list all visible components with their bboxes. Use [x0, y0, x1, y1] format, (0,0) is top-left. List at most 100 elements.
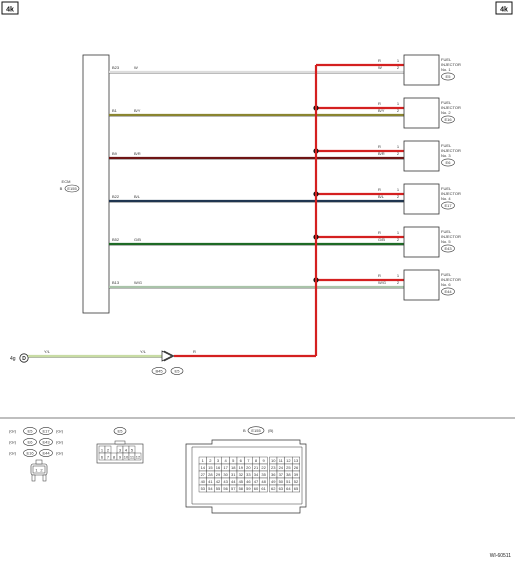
legend-row-1-right: (Gr) — [56, 429, 64, 434]
injector-pin-power-2: 1 — [397, 101, 400, 106]
ecm-pin-14: 14 — [201, 465, 206, 470]
ecm-pin-59: 59 — [246, 486, 251, 491]
injector-pin-signal-5: 2 — [397, 237, 400, 242]
feed-conn-b: E5 — [175, 369, 181, 374]
ecm-pin-64: 64 — [286, 486, 291, 491]
inj-face-pin-2: 2 — [40, 468, 43, 473]
page-tag-left-text: 4k — [6, 7, 14, 14]
e5-pin-bottom-6: 11 — [130, 454, 135, 459]
ecm-pin-39: 39 — [294, 472, 299, 477]
legend-row-3-badge-b — [39, 449, 53, 457]
feed-code-out: R — [193, 349, 196, 354]
feed-connector-symbol — [161, 350, 175, 362]
ecm-pin-61: 61 — [261, 486, 266, 491]
e5-pin-bottom-1: 6 — [101, 454, 104, 459]
ecm-pin-48: 48 — [261, 479, 266, 484]
power-code-3: R — [378, 144, 381, 149]
ecm-pin-56: 56 — [223, 486, 228, 491]
ecm-pin-44: 44 — [231, 479, 236, 484]
signal-code-right-3: B/R — [378, 151, 385, 156]
signal-code-left-2: B/Y — [134, 108, 141, 113]
signal-code-right-5: G/B — [378, 237, 385, 242]
legend-ecm-label: E155 — [251, 428, 261, 433]
ecm-pin-17: 17 — [223, 465, 228, 470]
injector-connector-5: E43 — [444, 246, 452, 251]
signal-code-right-4: B/L — [378, 194, 385, 199]
ecm-pin-2: 2 — [209, 458, 212, 463]
signal-code-left-4: B/L — [134, 194, 141, 199]
ecm-pin-18: 18 — [231, 465, 236, 470]
e5-pin-bottom-3: 8 — [113, 454, 116, 459]
injector-pin-signal-6: 2 — [397, 280, 400, 285]
e5-pin-cell-bottom-7 — [134, 452, 142, 461]
ecm-pin-26: 26 — [294, 465, 299, 470]
feed-source-marker — [19, 353, 29, 363]
ecm-pin-1: B23 — [112, 65, 120, 70]
injector-label-2-2: INJECTOR — [441, 105, 461, 110]
ecm-pin-16: 16 — [216, 465, 221, 470]
injector-connector-badge-6 — [441, 287, 455, 296]
ecm-pin-15: 15 — [208, 465, 213, 470]
ecm-pin-23: 23 — [271, 465, 276, 470]
injector-label-1-1: FUEL — [441, 57, 452, 62]
signal-code-left-1: W — [134, 65, 138, 70]
ecm-block: ECM B E155 — [60, 54, 110, 314]
ecm-pin-50: 50 — [279, 479, 284, 484]
ecm-pin-40: 40 — [201, 479, 206, 484]
ecm-pin-45: 45 — [239, 479, 244, 484]
e5-pin-top-5: 4 — [125, 447, 128, 452]
feed-conn-a-badge — [151, 367, 167, 375]
feed-source-page: 4g — [10, 356, 16, 362]
ecm-pin-cell-61 — [259, 484, 268, 493]
signal-code-left-3: B/R — [134, 151, 141, 156]
ecm-pin-63: 63 — [279, 486, 284, 491]
injector-box-2 — [403, 97, 440, 129]
ecm-pin-27: 27 — [201, 472, 206, 477]
signal-code-left-6: W/G — [134, 280, 142, 285]
injector-number-2: No. 2 — [441, 110, 451, 115]
ecm-pin-24: 24 — [279, 465, 284, 470]
power-code-2: R — [378, 101, 381, 106]
legend-row-3-conn-a: E16 — [26, 451, 34, 456]
ecm-pin-13: 13 — [294, 458, 299, 463]
e5-pin-top-4: 3 — [119, 447, 122, 452]
ecm-pin-22: 22 — [261, 465, 266, 470]
ecm-pin-51: 51 — [286, 479, 291, 484]
injector-pin-signal-2: 2 — [397, 108, 400, 113]
injector-label-1-6: FUEL — [441, 272, 452, 277]
ecm-pin-7: 7 — [247, 458, 250, 463]
ecm-pin-41: 41 — [208, 479, 213, 484]
ecm-pin-47: 47 — [254, 479, 259, 484]
injector-label-1-4: FUEL — [441, 186, 452, 191]
injector-number-5: No. 5 — [441, 239, 451, 244]
ecm-pin-6: 6 — [240, 458, 243, 463]
feed-code-in: Y/L — [44, 349, 51, 354]
legend-row-1-badge-a — [23, 427, 37, 435]
legend-row-2-conn-a: E6 — [28, 440, 34, 445]
ecm-pin-28: 28 — [208, 472, 213, 477]
e5-pin-bottom-7: 12 — [136, 454, 141, 459]
injector-label-2-4: INJECTOR — [441, 191, 461, 196]
legend-row-2-conn-b: E43 — [42, 440, 50, 445]
legend-row-1-conn-b: E17 — [42, 429, 50, 434]
legend-row-1-badge-b — [39, 427, 53, 435]
ecm-pin-54: 54 — [208, 486, 213, 491]
ecm-pin-65: 65 — [294, 486, 299, 491]
legend-ecm-suffix: (B) — [268, 428, 274, 433]
e5-pin-bottom-4: 9 — [119, 454, 122, 459]
legend-row-2-right: (Gr) — [56, 440, 64, 445]
ecm-pin-cell-65 — [292, 484, 301, 493]
injector-number-1: No. 1 — [441, 67, 451, 72]
legend-row-2-badge-a — [23, 438, 37, 446]
injector-pin-power-6: 1 — [397, 273, 400, 278]
legend-row-2-left: (Gr) — [9, 440, 17, 445]
ecm-pin-21: 21 — [254, 465, 259, 470]
ecm-pin-2: B1 — [112, 108, 118, 113]
ecm-pin-62: 62 — [271, 486, 276, 491]
ecm-connector-label: E155 — [67, 186, 77, 191]
